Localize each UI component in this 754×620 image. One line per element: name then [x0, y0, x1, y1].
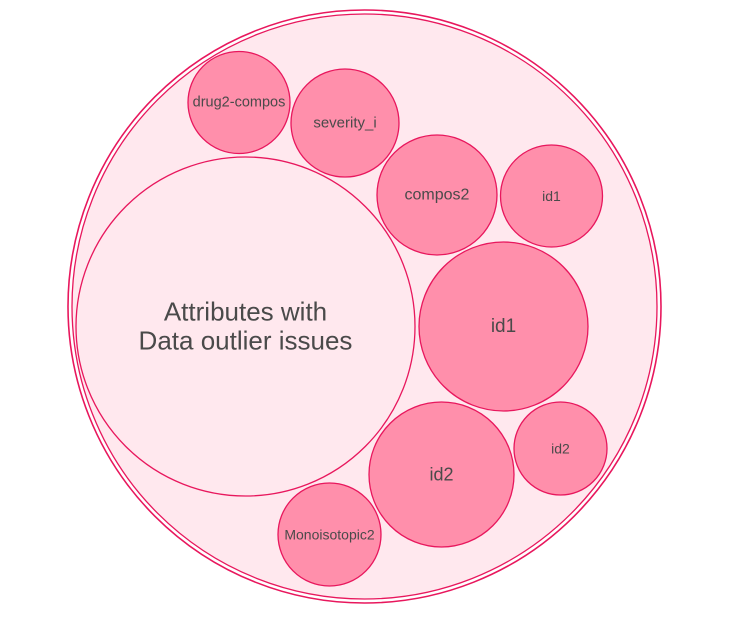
- leaf-label: id1: [542, 188, 561, 204]
- root-outer-ring: [67, 9, 662, 604]
- leaf-circle[interactable]: [513, 401, 608, 496]
- category-circle[interactable]: [75, 156, 416, 497]
- leaf-node[interactable]: compos2: [376, 134, 498, 256]
- leaf-node[interactable]: id2: [513, 401, 608, 496]
- category-label-line1: Attributes with: [164, 297, 327, 327]
- leaf-circle[interactable]: [277, 482, 382, 587]
- leaf-circle[interactable]: [187, 50, 291, 155]
- leaf-circle[interactable]: [418, 241, 589, 412]
- leaf-circle[interactable]: [499, 144, 604, 248]
- leaf-node[interactable]: id1: [418, 241, 589, 412]
- leaf-label: id1: [491, 316, 516, 337]
- leaf-label: id2: [429, 465, 453, 485]
- leaf-label: Monoisotopic2: [284, 527, 374, 543]
- leaf-node[interactable]: drug2-compos: [187, 50, 291, 155]
- leaf-node[interactable]: Monoisotopic2: [277, 482, 382, 587]
- leaf-label: drug2-compos: [193, 95, 286, 111]
- leaf-label: compos2: [405, 187, 470, 204]
- leaf-node[interactable]: id1: [499, 144, 604, 248]
- category-attributes-data-outlier[interactable]: Attributes with Data outlier issues: [75, 156, 416, 497]
- category-label-line2: Data outlier issues: [139, 326, 353, 356]
- leaf-nodes: drug2-compos severity_i compos2 id1 id1 id2 id…: [187, 50, 608, 587]
- leaf-node[interactable]: id2: [368, 401, 515, 548]
- leaf-circle[interactable]: [290, 68, 400, 178]
- leaf-circle[interactable]: [368, 401, 515, 548]
- leaf-label: id2: [551, 441, 570, 457]
- leaf-label: severity_i: [313, 115, 376, 132]
- leaf-node[interactable]: severity_i: [290, 68, 400, 178]
- leaf-circle[interactable]: [376, 134, 498, 256]
